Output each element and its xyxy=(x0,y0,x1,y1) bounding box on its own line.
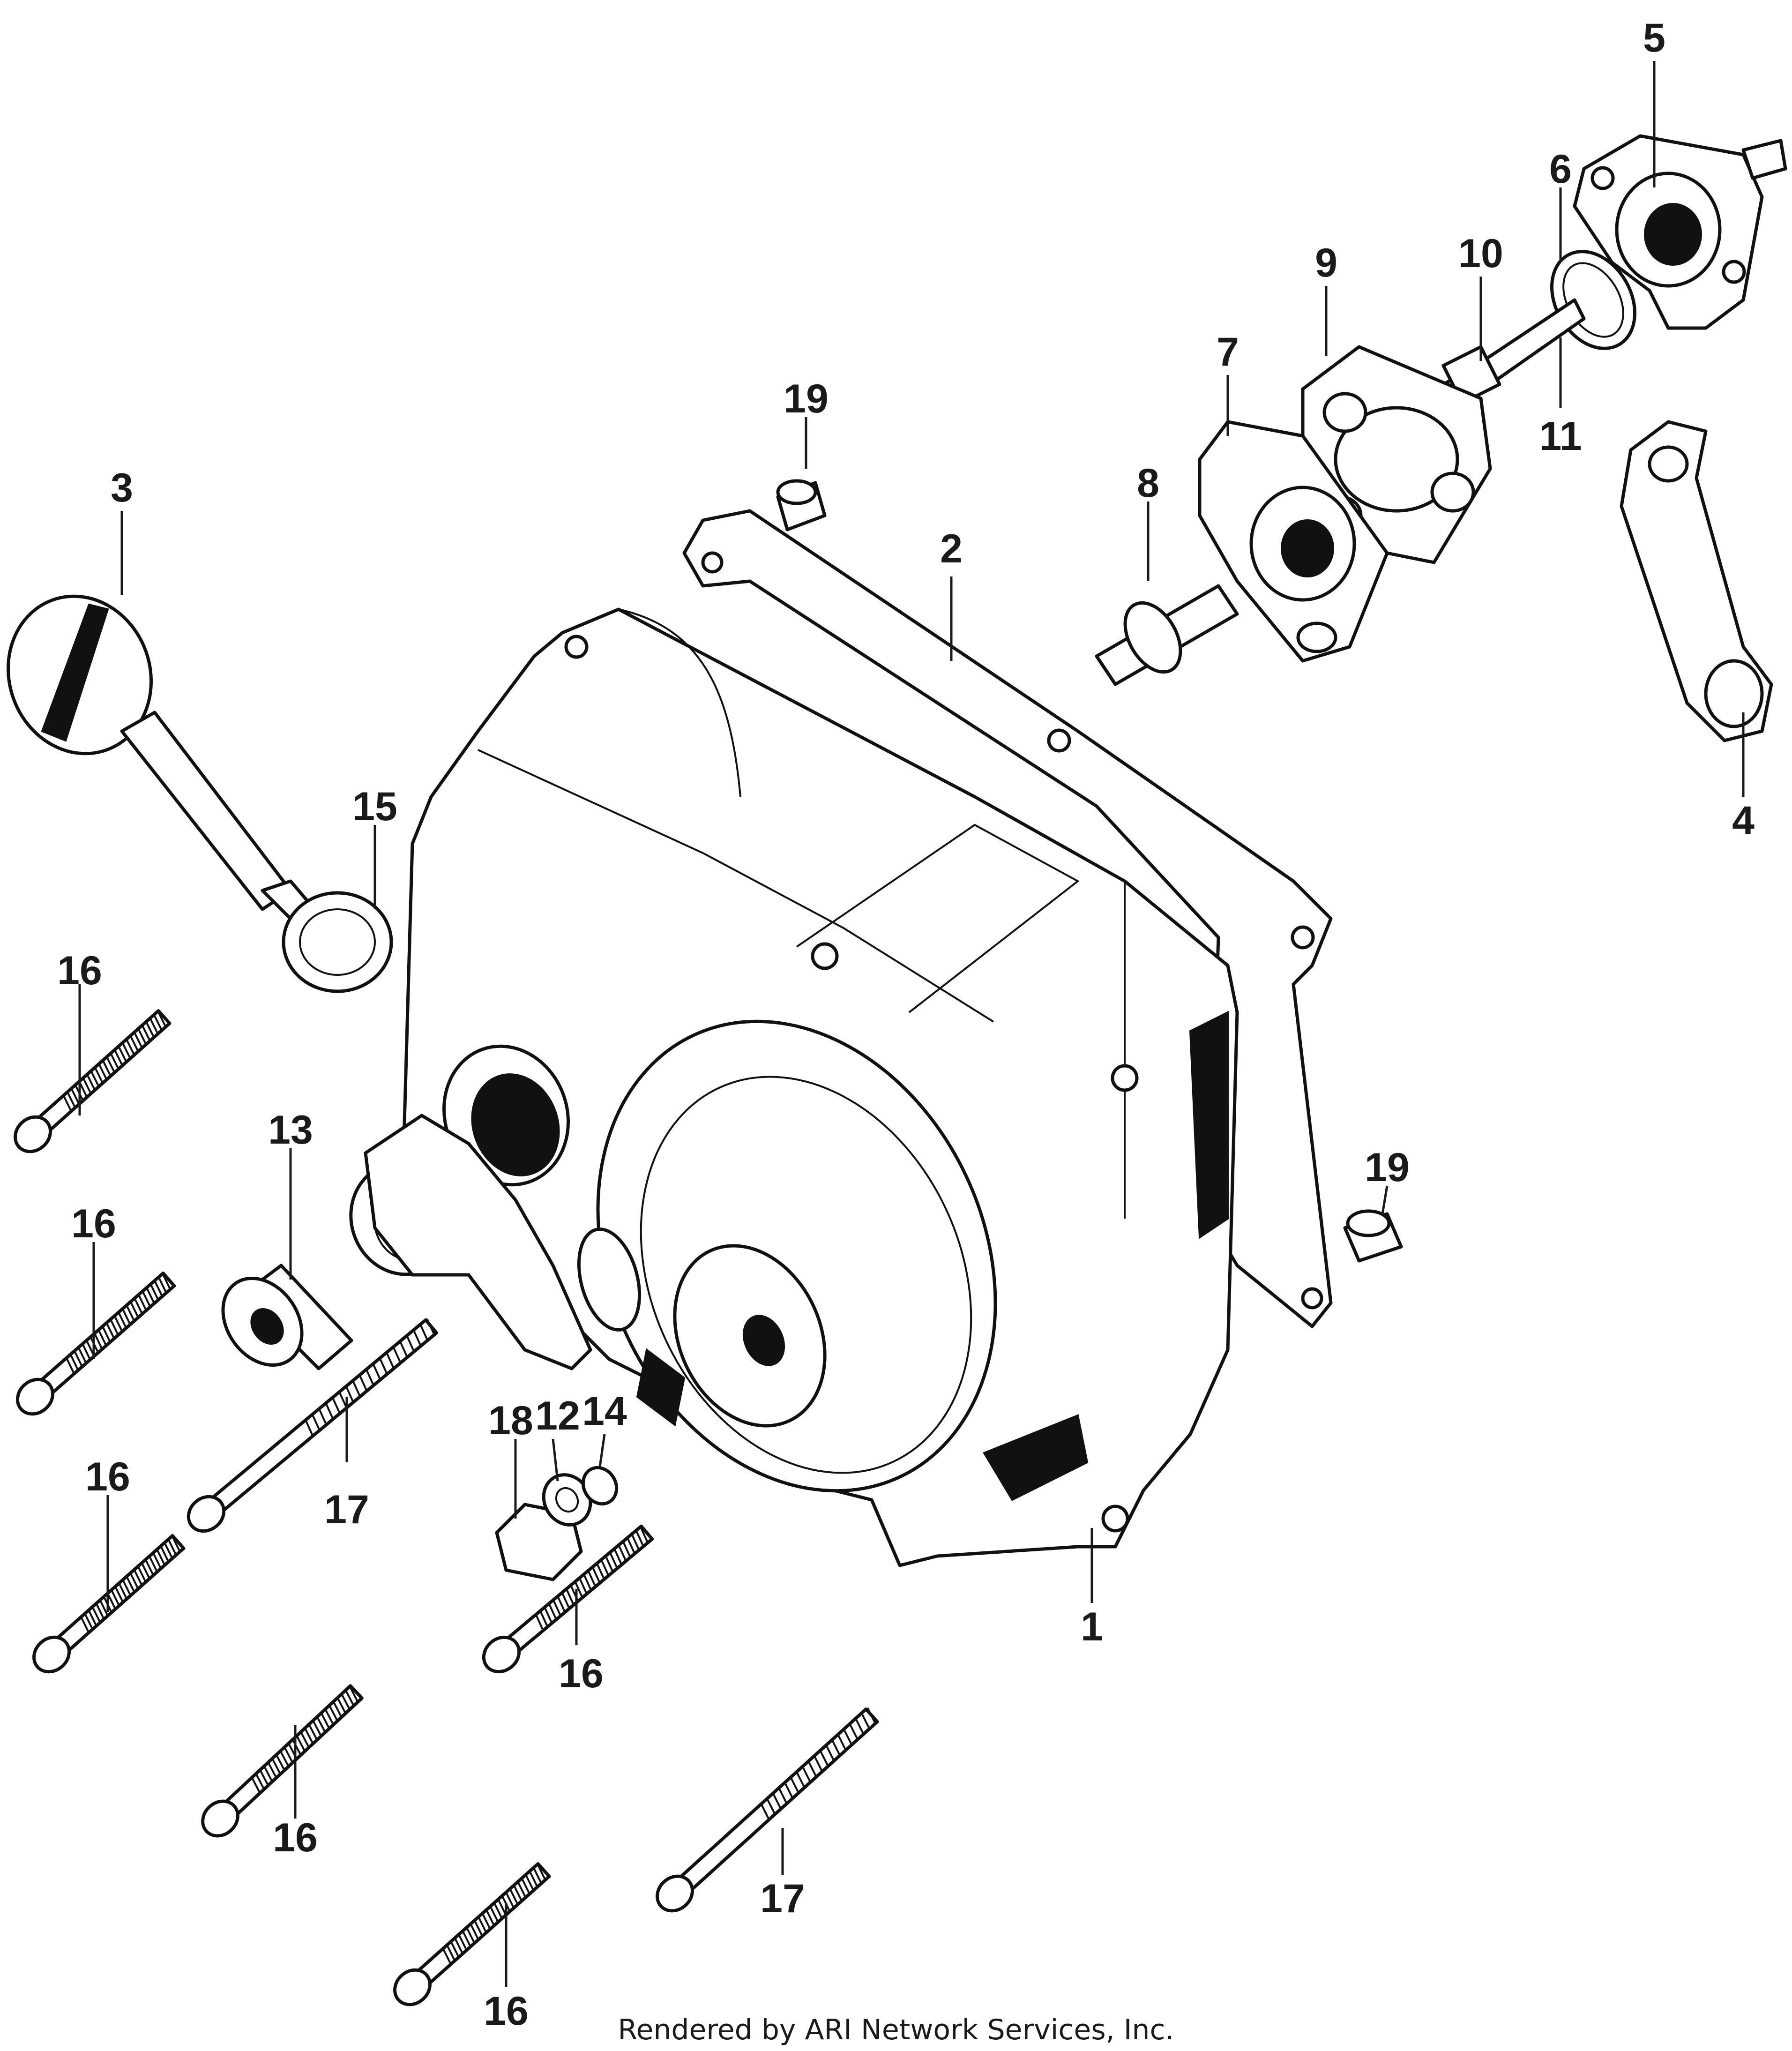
dowel-pin xyxy=(776,479,827,531)
gasket xyxy=(682,509,1333,1328)
callout-16d: 16 xyxy=(559,1651,604,1696)
callout-16b: 16 xyxy=(71,1201,116,1246)
callout-15: 15 xyxy=(352,784,397,829)
callout-7: 7 xyxy=(1217,329,1239,374)
callout-1: 1 xyxy=(1081,1604,1103,1649)
callout-16c: 16 xyxy=(85,1454,130,1499)
callout-9: 9 xyxy=(1315,240,1337,285)
callout-labels: 1 2 3 4 5 6 7 8 9 10 11 12 13 14 15 16 1… xyxy=(57,15,1755,2034)
screw-group xyxy=(14,1009,879,2006)
crankcase-cover xyxy=(349,607,1239,1567)
callout-12: 12 xyxy=(535,1393,580,1438)
callout-6: 6 xyxy=(1549,147,1572,192)
screw-16 xyxy=(32,1534,186,1674)
washer-small xyxy=(581,1466,619,1506)
leader-lines xyxy=(78,61,1745,1987)
cable-holder xyxy=(1573,134,1787,330)
callout-17a: 17 xyxy=(324,1487,369,1532)
callout-3: 3 xyxy=(111,465,133,510)
footer-credit: Rendered by ARI Network Services, Inc. xyxy=(618,2014,1174,2046)
lifter-screw xyxy=(1095,584,1239,686)
oil-filler-cap xyxy=(7,594,349,958)
bolt-17 xyxy=(187,1318,439,1533)
callout-13: 13 xyxy=(268,1108,313,1153)
callout-17b: 17 xyxy=(760,1876,805,1921)
screw-16 xyxy=(482,1524,654,1674)
screw-16 xyxy=(201,1684,364,1838)
callout-16e: 16 xyxy=(273,1815,318,1860)
lifter-arm xyxy=(1620,420,1773,742)
screw-16 xyxy=(393,1862,551,2006)
callout-5: 5 xyxy=(1643,15,1665,60)
screw-16 xyxy=(14,1009,172,1153)
bolt-17 xyxy=(656,1707,879,1913)
callout-19b: 19 xyxy=(1365,1145,1410,1190)
callout-10: 10 xyxy=(1458,231,1503,276)
callout-19a: 19 xyxy=(784,376,829,421)
callout-4: 4 xyxy=(1732,798,1755,843)
dowel-pin xyxy=(1343,1209,1403,1263)
oil-seal xyxy=(221,1264,353,1370)
callout-14: 14 xyxy=(582,1389,627,1434)
callout-16a: 16 xyxy=(57,948,102,993)
lifter-cam xyxy=(1198,420,1389,663)
callout-11: 11 xyxy=(1539,414,1582,459)
o-ring xyxy=(282,891,393,993)
callout-18: 18 xyxy=(488,1398,533,1443)
screw-16 xyxy=(15,1271,176,1416)
callout-2: 2 xyxy=(940,526,963,571)
callout-16f: 16 xyxy=(484,1989,529,2034)
callout-8: 8 xyxy=(1137,461,1159,506)
adjusting-bolt xyxy=(1441,298,1586,405)
